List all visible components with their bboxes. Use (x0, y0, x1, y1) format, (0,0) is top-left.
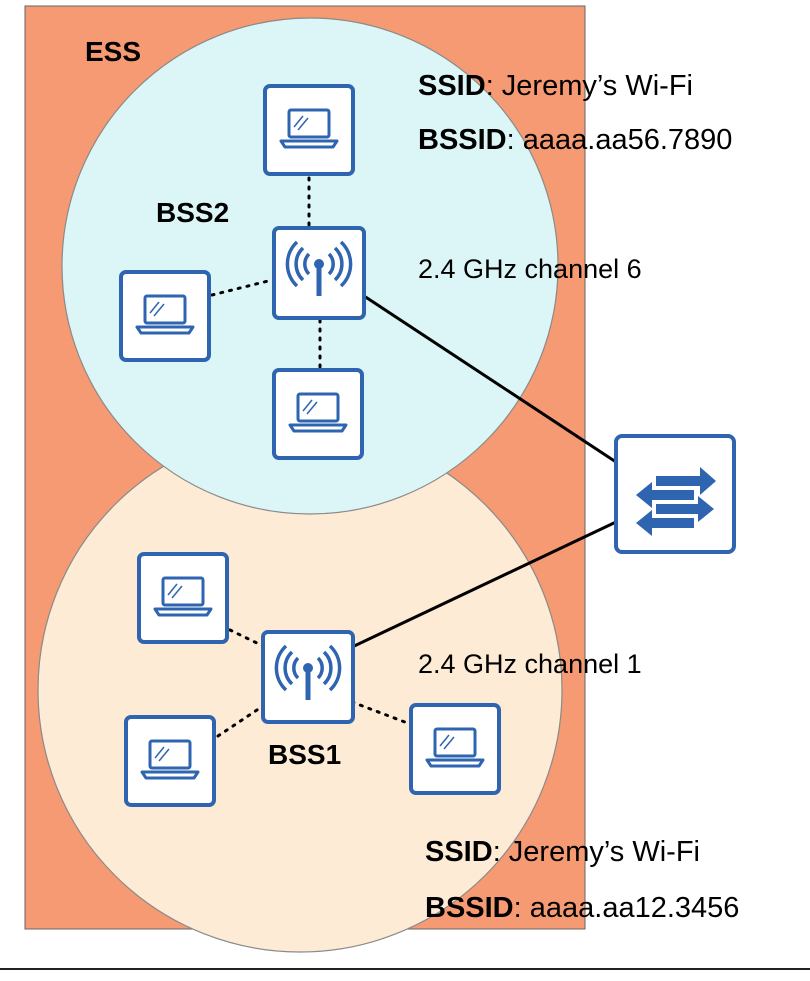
laptop-icon (119, 270, 211, 362)
laptop-icon (124, 715, 216, 807)
bss2-label: BSS2 (156, 197, 230, 228)
bss1-channel: 2.4 GHz channel 1 (418, 649, 642, 679)
laptop-icon (272, 368, 364, 460)
bss2-ssid-value: : Jeremy’s Wi-Fi (485, 70, 693, 102)
bss1-link-topleft (228, 628, 265, 648)
bss2-bssid-key: BSSID (418, 124, 507, 156)
bss2-link-left (210, 278, 274, 297)
bss2-ssid: SSID: Jeremy’s Wi-Fi (418, 70, 693, 103)
bss1-bssid: BSSID: aaaa.aa12.3456 (425, 892, 739, 925)
bss1-ssid: SSID: Jeremy’s Wi-Fi (425, 836, 700, 869)
switch-icon (614, 434, 736, 554)
access-point-icon (263, 632, 353, 722)
ap1-switch-link (349, 520, 617, 650)
bss1-ssid-value: : Jeremy’s Wi-Fi (492, 836, 700, 868)
bss1-bssid-value: : aaaa.aa12.3456 (513, 892, 740, 924)
laptop-icon (137, 552, 229, 644)
bss2-bssid-value: : aaaa.aa56.7890 (506, 124, 733, 156)
bss2-channel: 2.4 GHz channel 6 (418, 254, 642, 284)
laptop-icon (409, 703, 501, 795)
bss1-label: BSS1 (268, 739, 342, 770)
ap2-switch-link (363, 294, 617, 464)
access-point-icon (274, 228, 364, 318)
ess-label: ESS (85, 36, 142, 67)
bss1-link-right (350, 700, 412, 726)
bss2-ssid-key: SSID (418, 70, 486, 102)
laptop-icon (263, 84, 355, 176)
bss1-bssid-key: BSSID (425, 892, 514, 924)
bss2-bssid: BSSID: aaaa.aa56.7890 (418, 124, 732, 157)
bss1-link-bottomleft (216, 704, 265, 738)
bss1-ssid-key: SSID (425, 836, 493, 868)
